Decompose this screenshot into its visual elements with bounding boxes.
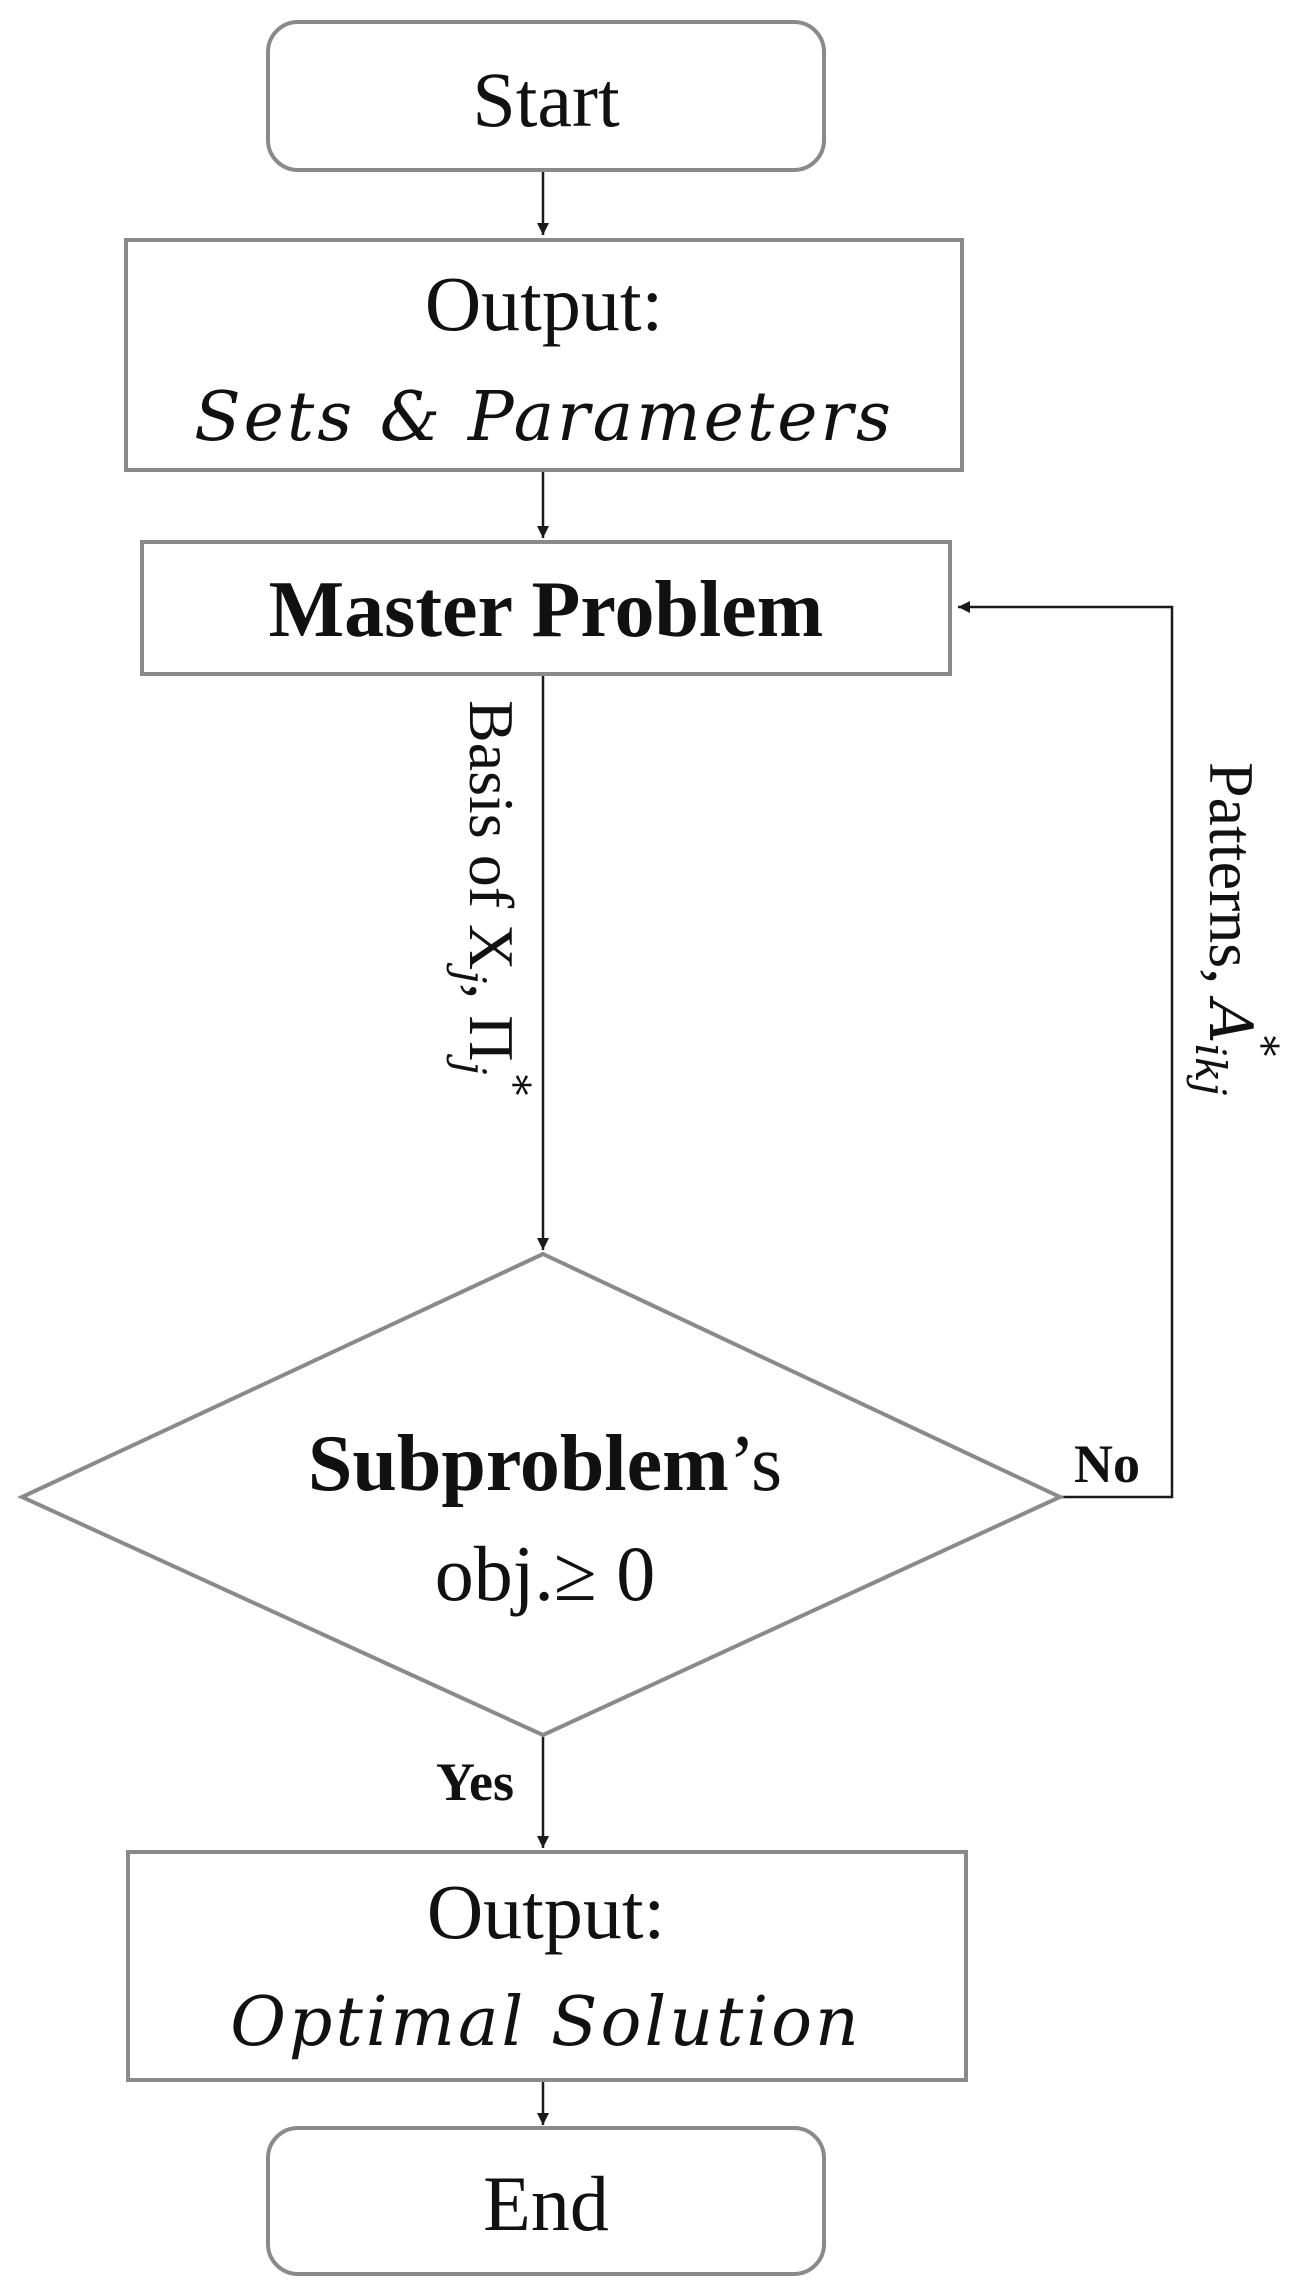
edge-label-basis: Basis of Xj, Πj* bbox=[446, 700, 539, 1096]
end-label: End bbox=[483, 2160, 609, 2247]
start-node: Start bbox=[266, 20, 826, 172]
decision-node: Subproblem’s obj.≥ 0 bbox=[17, 1251, 1065, 1738]
patterns-sup-star: * bbox=[1238, 1035, 1287, 1056]
output-result-node: Output: Optimal Solution bbox=[126, 1850, 968, 2082]
master-problem-label: Master Problem bbox=[269, 566, 824, 654]
output-input-heading: Output: bbox=[425, 260, 663, 347]
master-problem-node: Master Problem bbox=[140, 540, 952, 676]
basis-sup-star: * bbox=[490, 1075, 539, 1096]
edge-label-patterns: Patterns, Aikj* bbox=[1186, 762, 1287, 1095]
output-result-heading: Output: bbox=[427, 1868, 665, 1955]
edge-label-yes: Yes bbox=[436, 1752, 514, 1812]
patterns-var: A bbox=[1195, 995, 1265, 1043]
output-input-node: Output: Sets & Parameters bbox=[124, 238, 964, 472]
decision-condition-line1: Subproblem’s bbox=[308, 1420, 782, 1508]
decision-subproblem-label: Subproblem bbox=[308, 1420, 729, 1508]
decision-possessive: ’s bbox=[729, 1420, 782, 1508]
arrow-decision-no-to-master bbox=[958, 601, 1174, 1499]
patterns-sub: ikj bbox=[1186, 1044, 1235, 1096]
patterns-prefix: Patterns, bbox=[1196, 762, 1267, 1000]
output-input-detail: Sets & Parameters bbox=[194, 378, 894, 457]
basis-mid: , Π bbox=[456, 983, 527, 1061]
start-label: Start bbox=[472, 56, 620, 143]
decision-condition-line2: obj.≥ 0 bbox=[435, 1530, 655, 1617]
output-result-detail: Optimal Solution bbox=[230, 1983, 862, 2062]
basis-prefix: Basis of X bbox=[456, 700, 527, 970]
edge-label-no: No bbox=[1074, 1434, 1140, 1494]
end-node: End bbox=[266, 2126, 826, 2276]
